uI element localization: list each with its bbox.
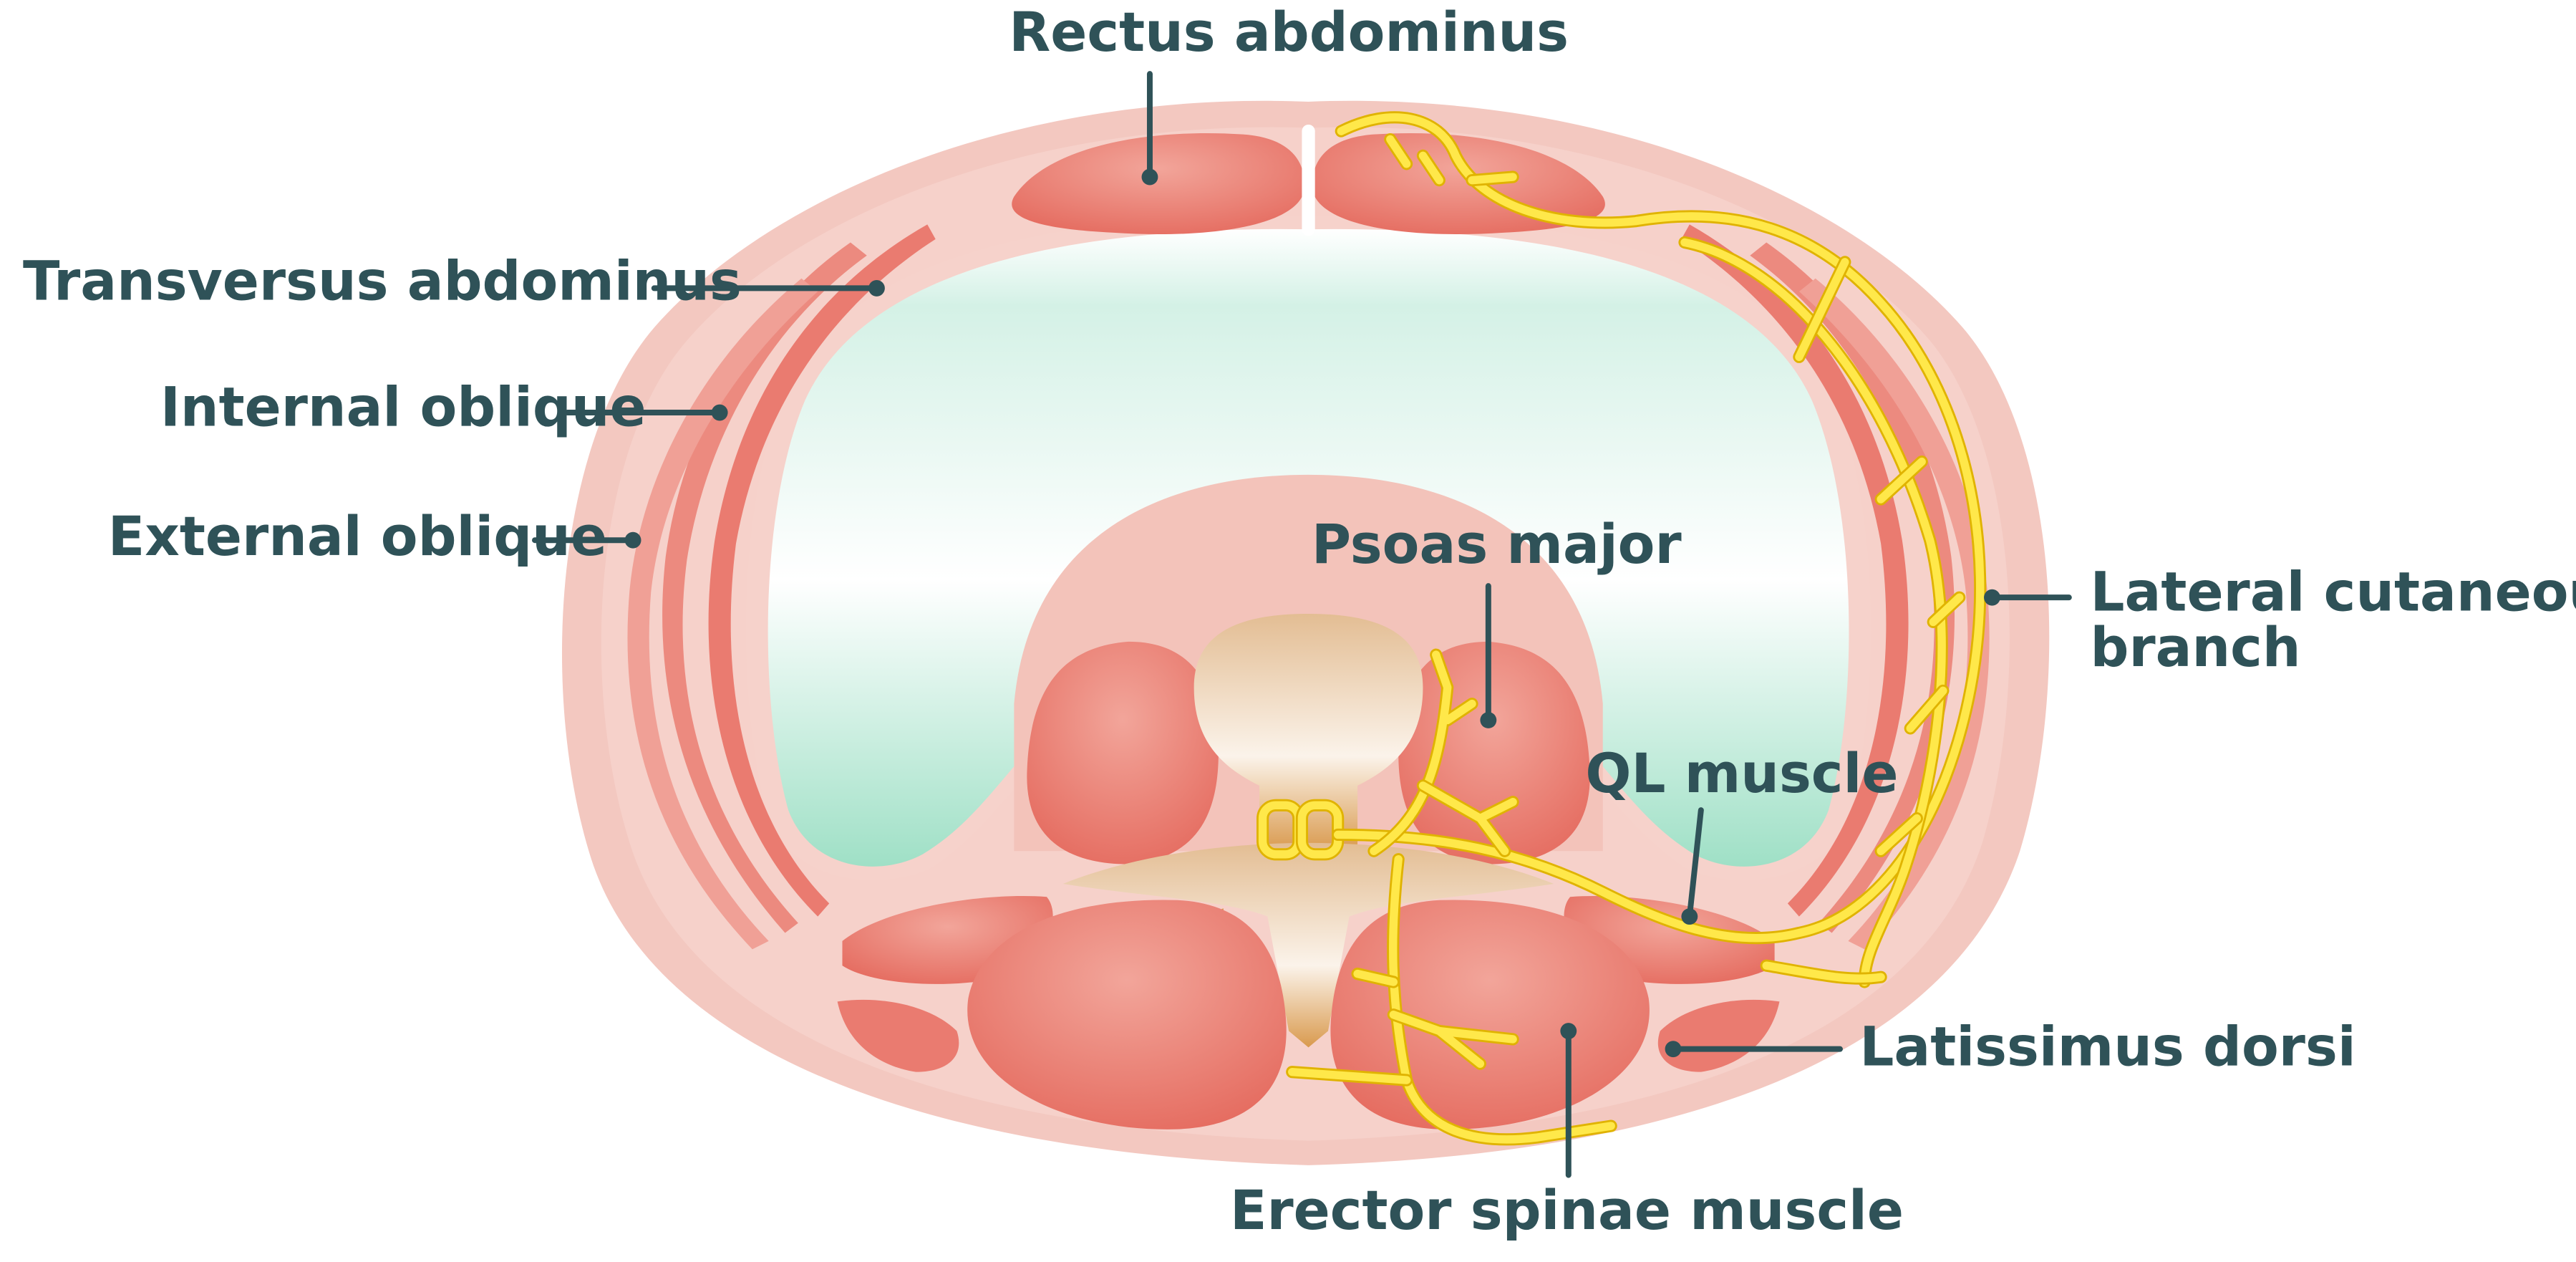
label-external-oblique: External oblique bbox=[108, 505, 607, 568]
external-oblique-muscle-left bbox=[627, 278, 818, 950]
erector-spinae-muscle-left bbox=[967, 900, 1287, 1129]
rectus-abdominus-muscles bbox=[1012, 124, 1605, 236]
label-internal-oblique: Internal oblique bbox=[160, 375, 647, 438]
vertebral-process bbox=[1062, 842, 1554, 1048]
label-rectus-abdominus: Rectus abdominus bbox=[1009, 1, 1569, 64]
right-lateral-wall-muscles bbox=[1681, 224, 1990, 950]
latissimus-dorsi-muscle-left bbox=[837, 999, 959, 1072]
spinal-nerve-rings bbox=[1256, 799, 1345, 861]
label-lateral-cutaneous-branch-line1: Lateral cutaneous bbox=[2091, 560, 2576, 623]
label-psoas-major: Psoas major bbox=[1312, 513, 1682, 576]
vertebral-body bbox=[1193, 614, 1423, 852]
leader-lines bbox=[532, 71, 2072, 1178]
label-erector-spinae-muscle: Erector spinae muscle bbox=[1230, 1179, 1904, 1242]
label-lateral-cutaneous-branch-line2: branch bbox=[2091, 616, 2301, 679]
label-ql-muscle: QL muscle bbox=[1585, 742, 1898, 805]
transversus-abdominus-muscle-left bbox=[708, 224, 936, 917]
labels: Rectus abdominus Transversus abdominus I… bbox=[23, 1, 2576, 1242]
psoas-major-muscle-left bbox=[1027, 641, 1219, 864]
label-latissimus-dorsi: Latissimus dorsi bbox=[1859, 1016, 2355, 1079]
nerve-pathways bbox=[1256, 111, 1987, 1146]
label-transversus-abdominus: Transversus abdominus bbox=[23, 249, 742, 312]
rectus-abdominus-left bbox=[1012, 133, 1304, 235]
posterior-structures bbox=[1014, 474, 1603, 1048]
latissimus-dorsi-muscle-right bbox=[1657, 999, 1780, 1072]
